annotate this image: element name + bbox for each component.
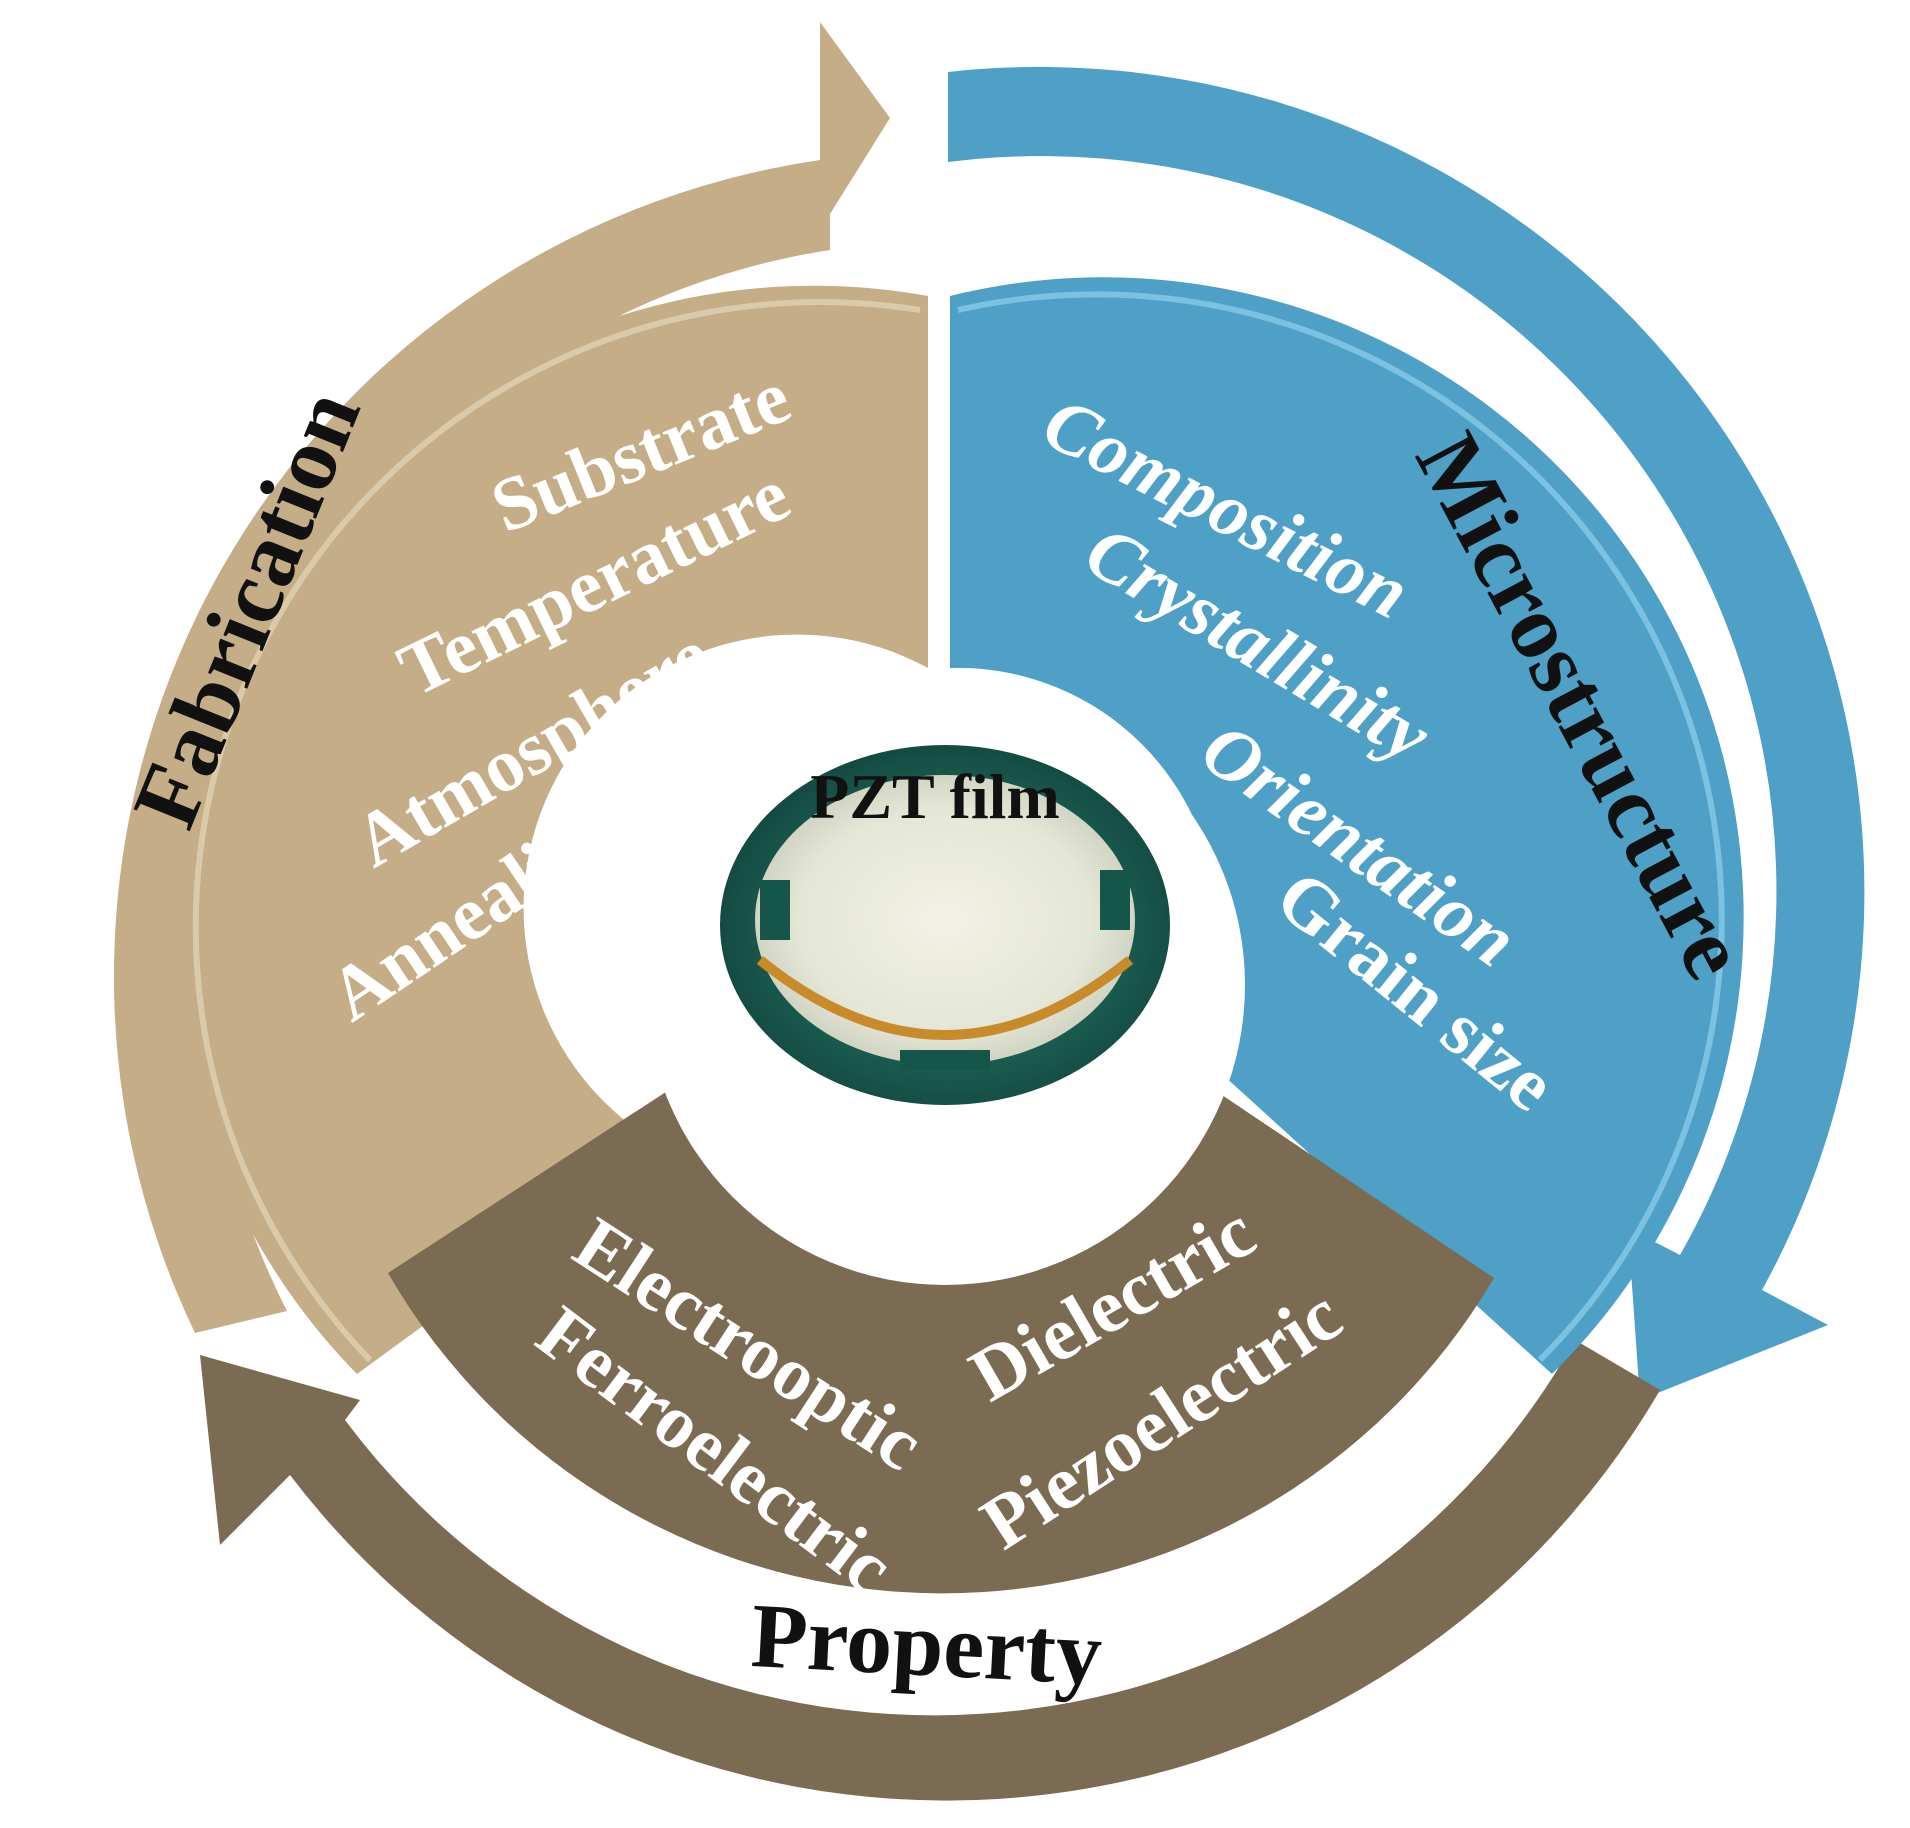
center-title: PZT film <box>810 761 1060 832</box>
property-arrow <box>200 1340 1660 1801</box>
microstructure-sector <box>950 277 1744 1374</box>
fabrication-sector <box>173 285 928 1374</box>
property-sector <box>388 1060 1494 1594</box>
pzt-film-photo <box>720 745 1170 1105</box>
property-label: Property <box>749 1584 1105 1704</box>
microstructure-sector-bevel <box>957 291 1725 1363</box>
fabrication-sector-bevel <box>192 299 921 1363</box>
microstructure-arrow <box>948 66 1865 1400</box>
